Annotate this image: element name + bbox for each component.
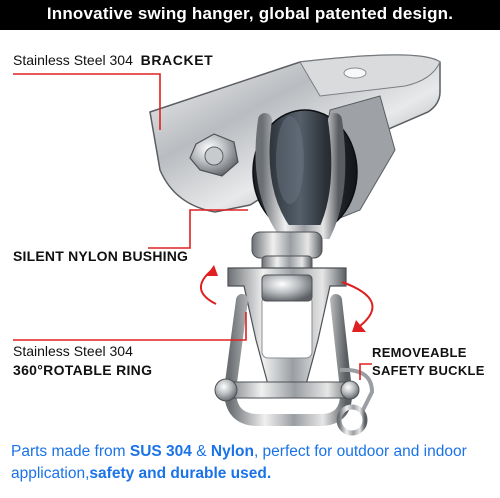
label-bracket-name: BRACKET — [140, 52, 214, 68]
shackle — [223, 294, 353, 426]
clevis-gap — [261, 295, 313, 359]
label-bushing: SILENT NYLON BUSHING — [13, 248, 189, 264]
footer-description: Parts made from SUS 304 & Nylon, perfect… — [11, 441, 491, 485]
footer-amp: & — [191, 443, 211, 460]
bushing-highlight — [276, 116, 304, 204]
banner-text: Innovative swing hanger, global patented… — [46, 4, 454, 23]
label-bracket-prefix: Stainless Steel 304 — [13, 52, 133, 68]
footer-highlight: safety and durable used. — [89, 465, 272, 482]
label-ring-prefix: Stainless Steel 304 — [13, 343, 133, 359]
label-ring-name: 360°ROTABLE RING — [13, 362, 153, 378]
clevis-hex-nut — [261, 274, 313, 302]
safety-ring — [336, 404, 368, 436]
callout-ring — [13, 312, 247, 341]
footer-part2: , perfect for outdoor and indoor applica… — [11, 443, 467, 482]
bracket-top-flange — [299, 54, 441, 97]
footer-part1: Parts made from — [11, 443, 130, 460]
top-banner: Innovative swing hanger, global patented… — [0, 0, 500, 30]
shackle-pin — [221, 381, 355, 399]
pin-head — [214, 378, 238, 402]
pin-end — [340, 380, 360, 400]
callout-bushing — [148, 209, 248, 249]
footer-nylon: Nylon — [210, 443, 254, 460]
label-buckle-line1: REMOVEABLE — [372, 345, 467, 360]
callout-bracket — [13, 73, 161, 130]
label-buckle-line2: SAFETY BUCKLE — [372, 363, 485, 378]
callout-lines — [13, 73, 372, 380]
swivel-collar — [251, 231, 323, 259]
bracket-mount-hole — [343, 67, 367, 79]
safety-clip — [339, 367, 375, 413]
label-bracket: Stainless Steel 304 BRACKET — [13, 52, 213, 68]
label-buckle: REMOVEABLE SAFETY BUCKLE — [372, 344, 485, 380]
footer-sus: SUS 304 — [129, 443, 192, 460]
callout-buckle — [359, 363, 372, 380]
rotation-arrow-left — [206, 265, 218, 276]
bolt-end — [204, 146, 224, 166]
rotation-arc-right — [341, 281, 374, 327]
rotation-arrow-right — [352, 320, 366, 332]
